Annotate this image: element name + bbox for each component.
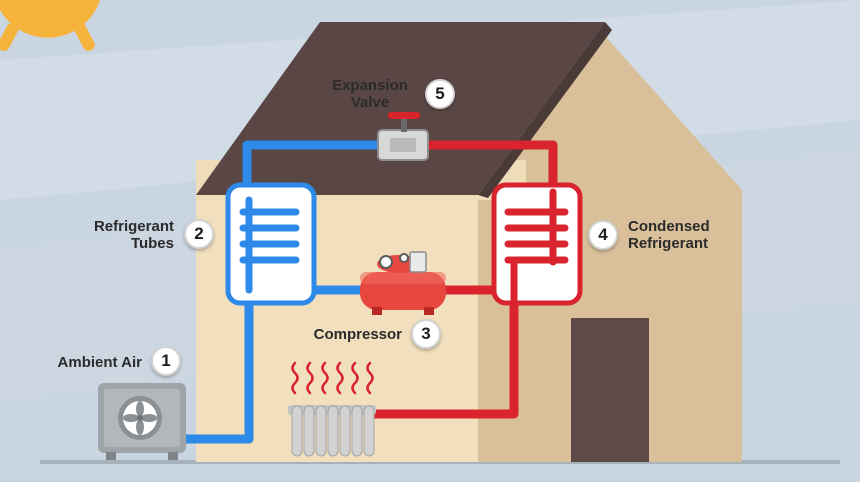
- expansion-valve-icon: [377, 112, 429, 161]
- condensed-refrigerant-label: Condensed Refrigerant: [628, 218, 758, 252]
- expansion-valve-label-line: Valve: [350, 94, 390, 111]
- refrigerant-tubes-label-line: Tubes: [130, 235, 174, 252]
- ambient-air-label-line: Ambient Air: [57, 354, 142, 371]
- badge-3: 3: [411, 319, 441, 349]
- badge-5: 5: [425, 79, 455, 109]
- heat-waves: [291, 361, 374, 395]
- fan-unit-icon: [98, 383, 186, 460]
- radiator-icon: [288, 405, 376, 457]
- sun-icon: [0, 0, 100, 51]
- refrigerant-tubes-label: Refrigerant Tubes: [40, 218, 174, 252]
- condensed-refrigerant-label-line: Condensed: [628, 218, 710, 235]
- condensed-refrigerant-label-line: Refrigerant: [628, 235, 709, 252]
- expansion-valve-label-line: Expansion: [332, 77, 408, 94]
- badge-4: 4: [588, 220, 618, 250]
- ambient-air-label: Ambient Air: [20, 354, 142, 371]
- roof-edge: [478, 22, 612, 198]
- badge-2: 2: [184, 219, 214, 249]
- roof: [196, 22, 605, 195]
- compressor-icon: [360, 251, 446, 315]
- compressor-label: Compressor: [270, 326, 402, 343]
- expansion-valve-label: Expansion Valve: [322, 77, 418, 111]
- compressor-label-line: Compressor: [313, 326, 402, 343]
- condensed-refrigerant-coil: [491, 182, 583, 306]
- refrigerant-tubes-label-line: Refrigerant: [93, 218, 174, 235]
- refrigerant-tubes-coil: [225, 182, 317, 306]
- door: [571, 318, 649, 462]
- badge-1: 1: [151, 346, 181, 376]
